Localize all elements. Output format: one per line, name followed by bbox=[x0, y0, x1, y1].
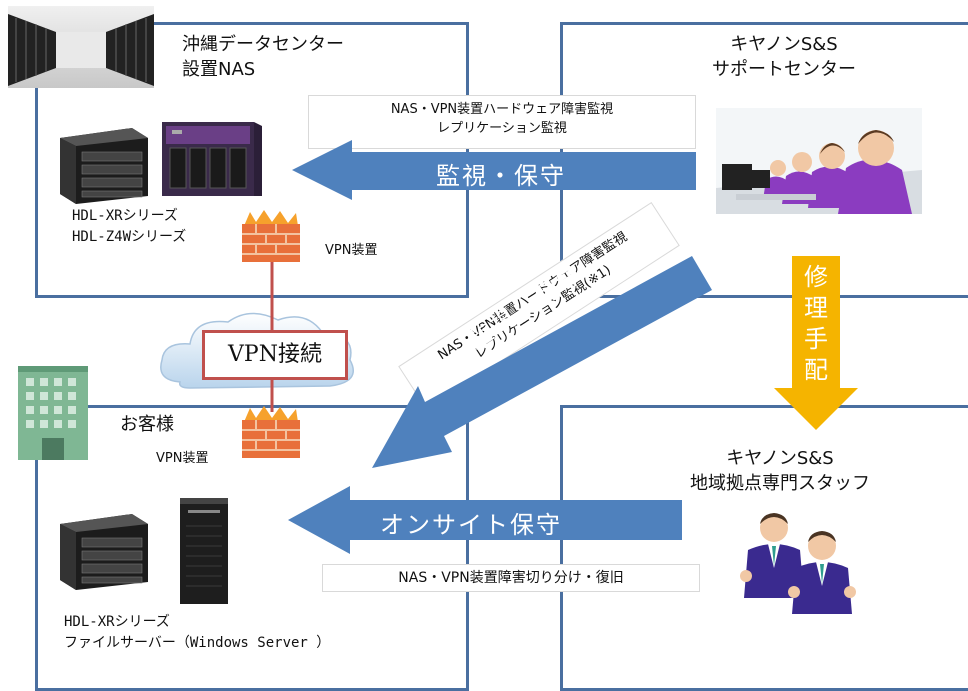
onsite-arrow bbox=[288, 486, 682, 554]
building-icon bbox=[12, 362, 94, 462]
staff-people-icon bbox=[726, 506, 876, 616]
monitor-arrow-label: 監視・保守 bbox=[436, 162, 566, 190]
datacenter-title: 沖縄データセンター設置NAS bbox=[182, 34, 344, 80]
customer-vpn-label: VPN装置 bbox=[156, 451, 209, 466]
diag-arrow bbox=[372, 256, 712, 468]
nas-customer-icon bbox=[52, 510, 156, 592]
monitor-note: NAS・VPN装置ハードウェア障害監視レプリケーション監視 bbox=[308, 95, 696, 149]
nas-purple-icon bbox=[158, 116, 266, 200]
server-room-image bbox=[8, 6, 154, 88]
customer-label: お客様 bbox=[120, 414, 174, 435]
nas-black-icon bbox=[52, 124, 156, 206]
vpn-connection-box: VPN接続 bbox=[202, 330, 348, 380]
monitor-arrow bbox=[292, 140, 696, 200]
firewall-customer-icon bbox=[240, 404, 302, 460]
repair-arrow bbox=[774, 256, 858, 430]
repair-arrow-label: 修理 手配 bbox=[804, 263, 828, 384]
onsite-note: NAS・VPN装置障害切り分け・復旧 bbox=[322, 564, 700, 592]
server-tower-icon bbox=[176, 496, 232, 606]
datacenter-vpn-label: VPN装置 bbox=[325, 243, 378, 258]
call-center-image bbox=[716, 108, 922, 214]
customer-nas-labels: HDL-XRシリーズファイルサーバー（Windows Server ） bbox=[64, 614, 331, 651]
onsite-arrow-label: オンサイト保守 bbox=[380, 511, 562, 539]
firewall-datacenter-icon bbox=[240, 208, 302, 264]
